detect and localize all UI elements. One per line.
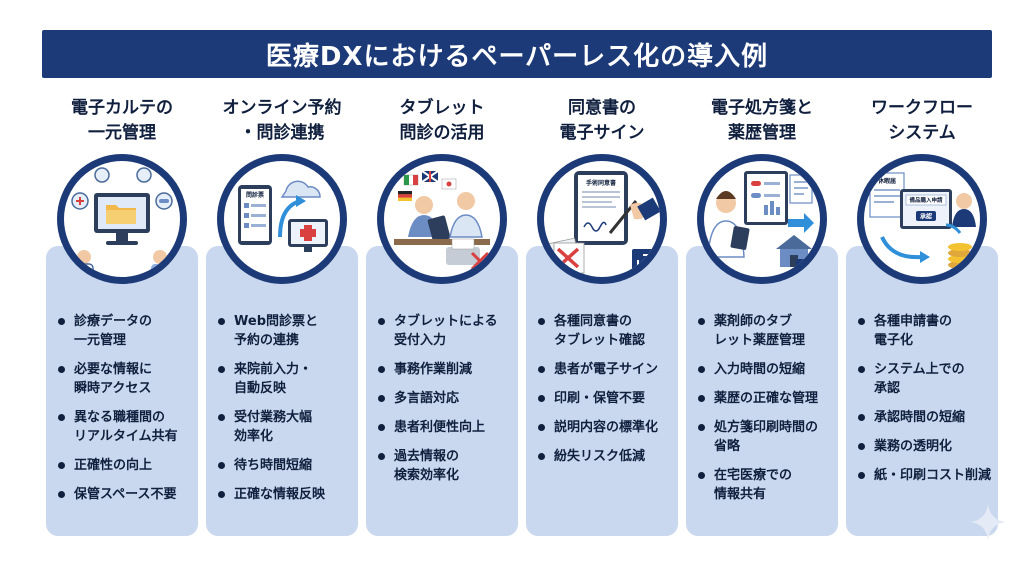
tablet-interview-icon bbox=[394, 170, 490, 271]
sparkle-icon bbox=[970, 504, 1006, 540]
list-item: Web問診票と予約の連携 bbox=[218, 312, 358, 350]
bullet-list: 各種同意書のタブレット確認 患者が電子サイン 印刷・保管不要 説明内容の標準化 … bbox=[538, 312, 678, 476]
leave-request-label: 休暇届 bbox=[877, 177, 896, 185]
page-title: 医療DXにおけるペーパーレス化の導入例 bbox=[265, 41, 769, 72]
list-item: 入力時間の短縮 bbox=[698, 360, 838, 379]
column-title: 電子カルテの 一元管理 bbox=[71, 98, 173, 143]
list-item: 患者が電子サイン bbox=[538, 360, 678, 379]
circle-frame: 手術同意書 bbox=[537, 154, 667, 284]
list-item: 説明内容の標準化 bbox=[538, 418, 678, 437]
online-booking-icon: 問診票 bbox=[238, 180, 328, 252]
column-ehr: 電子カルテの 一元管理 bbox=[46, 96, 198, 536]
bullet-list: 診療データの一元管理 必要な情報に瞬時アクセス 異なる職種間のリアルタイム共有 … bbox=[58, 312, 198, 514]
column-title: タブレット 問診の活用 bbox=[399, 98, 485, 143]
list-item: 薬剤師のタブレット薬歴管理 bbox=[698, 312, 838, 350]
circle-frame: 問診票 bbox=[217, 154, 347, 284]
workflow-icon: 休暇届 備品購入申請 承認 bbox=[869, 172, 976, 269]
circle-frame bbox=[57, 154, 187, 284]
column-title: 電子処方箋と 薬歴管理 bbox=[711, 98, 813, 143]
column-e-signature: 同意書の 電子サイン 手術同意書 bbox=[526, 96, 678, 536]
column-title: オンライン予約 ・問診連携 bbox=[222, 98, 342, 143]
consent-form-label: 手術同意書 bbox=[586, 179, 616, 187]
list-item: 事務作業削減 bbox=[378, 360, 518, 379]
example-columns: 電子カルテの 一元管理 bbox=[46, 96, 998, 536]
bullet-list: 薬剤師のタブレット薬歴管理 入力時間の短縮 薬歴の正確な管理 処方箋印刷時間の省… bbox=[698, 312, 838, 514]
e-prescription-icon bbox=[707, 171, 818, 269]
column-panel bbox=[526, 246, 678, 536]
form-label: 問診票 bbox=[246, 191, 264, 199]
circle-frame bbox=[697, 154, 827, 284]
column-panel bbox=[206, 246, 358, 536]
list-item: システム上での承認 bbox=[858, 360, 998, 398]
e-signature-icon: 手術同意書 bbox=[544, 171, 660, 275]
list-item: 紙・印刷コスト削減 bbox=[858, 466, 998, 485]
title-banner: 医療DXにおけるペーパーレス化の導入例 bbox=[42, 30, 992, 78]
column-online-booking: オンライン予約 ・問診連携 問診票 Web問診票 bbox=[206, 96, 358, 536]
circle-frame: 休暇届 備品購入申請 承認 bbox=[857, 154, 987, 284]
list-item: 印刷・保管不要 bbox=[538, 389, 678, 408]
list-item: 必要な情報に瞬時アクセス bbox=[58, 360, 198, 398]
list-item: 保管スペース不要 bbox=[58, 485, 198, 504]
bullet-list: Web問診票と予約の連携 来院前入力・自動反映 受付業務大幅効率化 待ち時間短縮… bbox=[218, 312, 358, 514]
purchase-request-label: 備品購入申請 bbox=[909, 196, 943, 204]
list-item: 異なる職種間のリアルタイム共有 bbox=[58, 408, 198, 446]
list-item: 各種同意書のタブレット確認 bbox=[538, 312, 678, 350]
approve-label: 承認 bbox=[920, 213, 932, 221]
medical-record-icon bbox=[71, 167, 173, 277]
list-item: 待ち時間短縮 bbox=[218, 456, 358, 475]
list-item: 紛失リスク低減 bbox=[538, 447, 678, 466]
list-item: 在宅医療での情報共有 bbox=[698, 466, 838, 504]
list-item: 多言語対応 bbox=[378, 389, 518, 408]
column-panel bbox=[366, 246, 518, 536]
list-item: 正確な情報反映 bbox=[218, 485, 358, 504]
list-item: タブレットによる受付入力 bbox=[378, 312, 518, 350]
column-title: 同意書の 電子サイン bbox=[559, 98, 645, 143]
list-item: 業務の透明化 bbox=[858, 437, 998, 456]
bullet-list: タブレットによる受付入力 事務作業削減 多言語対応 患者利便性向上 過去情報の検… bbox=[378, 312, 518, 495]
list-item: 来院前入力・自動反映 bbox=[218, 360, 358, 398]
list-item: 各種申請書の電子化 bbox=[858, 312, 998, 350]
list-item: 診療データの一元管理 bbox=[58, 312, 198, 350]
column-workflow: ワークフロー システム 休暇届 備品購入申請 承認 bbox=[846, 96, 998, 536]
column-tablet-interview: タブレット 問診の活用 bbox=[366, 96, 518, 536]
circle-frame bbox=[377, 154, 507, 284]
column-panel bbox=[686, 246, 838, 536]
list-item: 薬歴の正確な管理 bbox=[698, 389, 838, 408]
list-item: 受付業務大幅効率化 bbox=[218, 408, 358, 446]
list-item: 過去情報の検索効率化 bbox=[378, 447, 518, 485]
list-item: 正確性の向上 bbox=[58, 456, 198, 475]
column-title: ワークフロー システム bbox=[871, 98, 973, 143]
column-e-prescription: 電子処方箋と 薬歴管理 bbox=[686, 96, 838, 536]
column-panel bbox=[846, 246, 998, 536]
bullet-list: 各種申請書の電子化 システム上での承認 承認時間の短縮 業務の透明化 紙・印刷コ… bbox=[858, 312, 998, 495]
list-item: 患者利便性向上 bbox=[378, 418, 518, 437]
column-panel bbox=[46, 246, 198, 536]
list-item: 承認時間の短縮 bbox=[858, 408, 998, 427]
list-item: 処方箋印刷時間の省略 bbox=[698, 418, 838, 456]
